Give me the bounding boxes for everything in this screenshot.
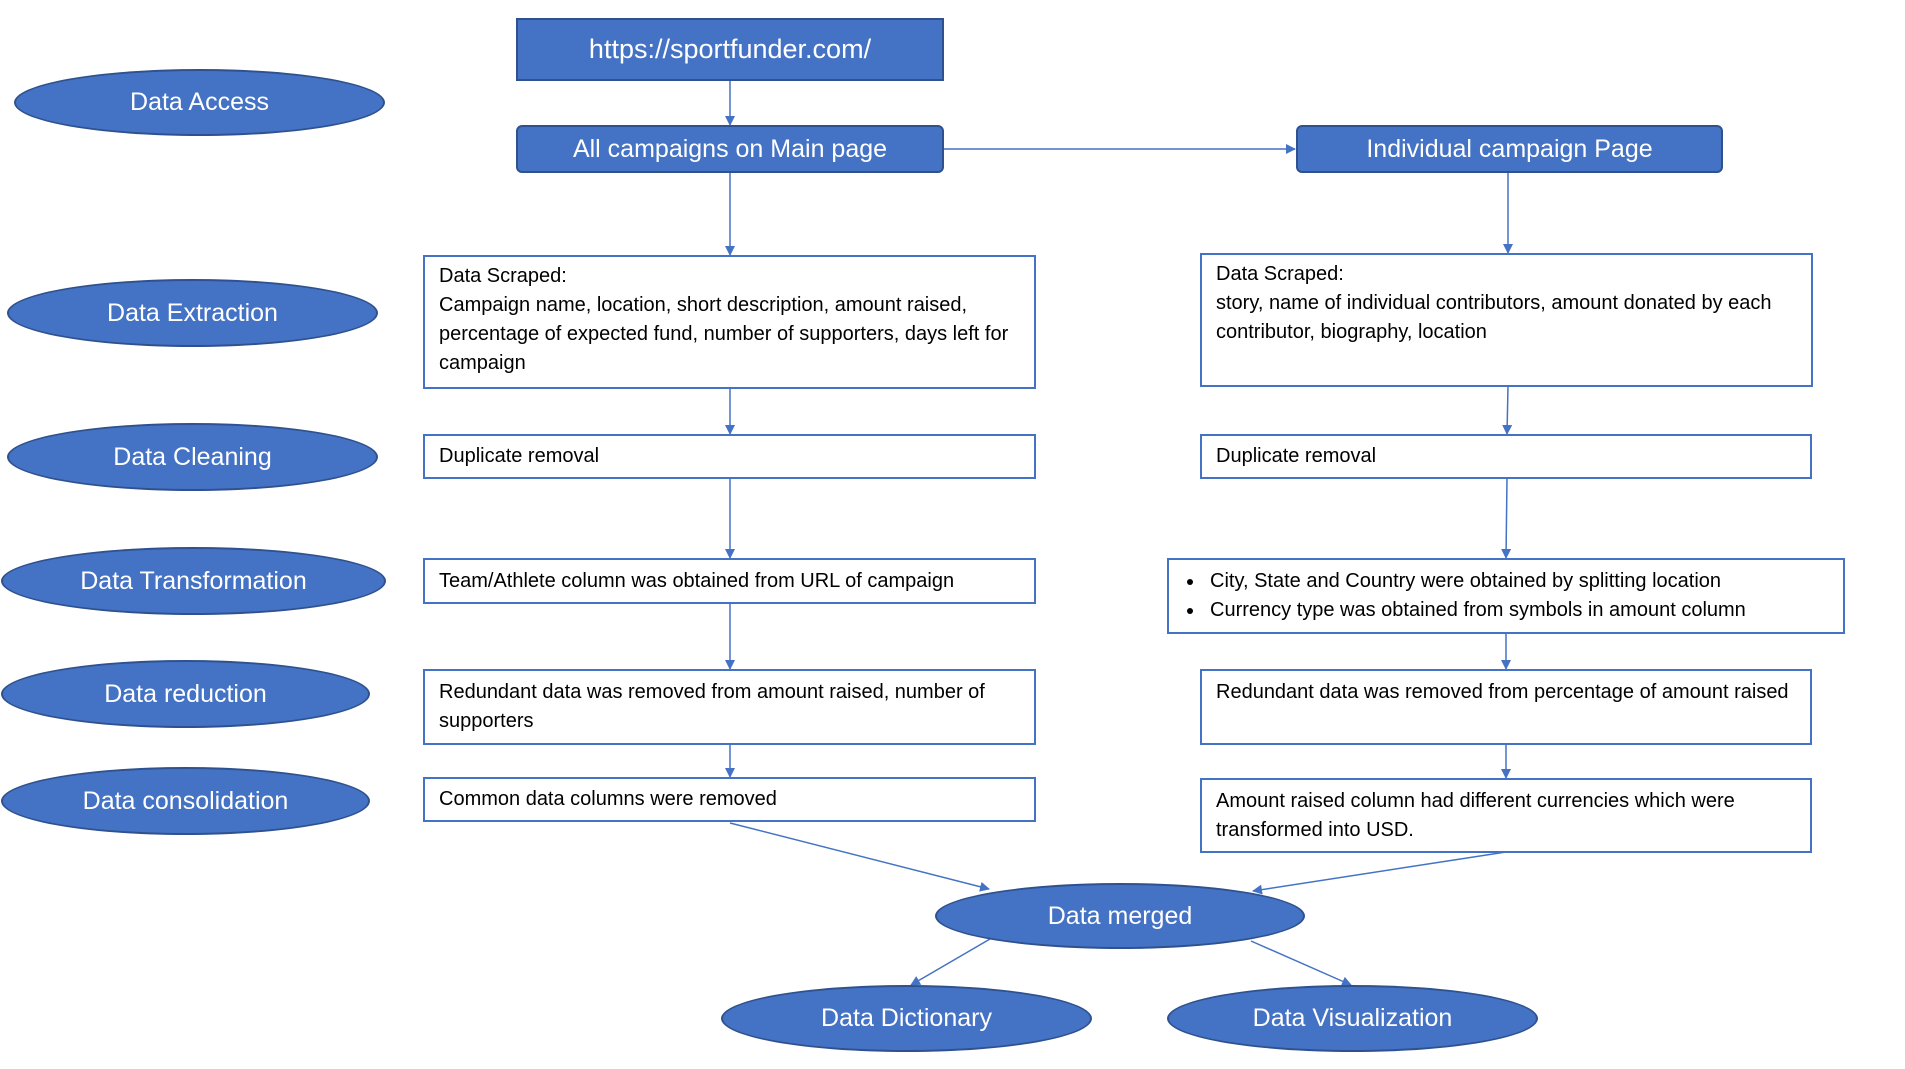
individual-reduction-text: Redundant data was removed from percenta… (1216, 681, 1789, 703)
individual-scraped-label: Data Scraped: (1216, 263, 1344, 285)
main-page-label: All campaigns on Main page (572, 134, 888, 163)
stage-data-access: Data Access (14, 69, 385, 136)
stage-data-consolidation-label: Data consolidation (82, 786, 289, 815)
individual-transformation-item: Currency type was obtained from symbols … (1183, 596, 1829, 625)
stage-data-transformation-label: Data Transformation (80, 566, 307, 595)
stage-data-reduction: Data reduction (1, 660, 370, 728)
stage-data-transformation: Data Transformation (1, 547, 386, 615)
main-transformation-text: Team/Athlete column was obtained from UR… (439, 569, 955, 592)
data-dictionary-node: Data Dictionary (721, 985, 1092, 1052)
source-url-label: https://sportfunder.com/ (588, 34, 872, 64)
main-reduction-text: Redundant data was removed from amount r… (439, 681, 985, 732)
data-merged-node: Data merged (935, 883, 1305, 949)
main-scraped-text: Campaign name, location, short descripti… (439, 294, 1009, 374)
main-cleaning-box: Duplicate removal (423, 434, 1036, 479)
individual-cleaning-box: Duplicate removal (1200, 434, 1812, 479)
individual-consolidation-box: Amount raised column had different curre… (1200, 778, 1812, 853)
arrow-right-to-merged (1252, 851, 1507, 895)
arrow-left-to-merged (729, 822, 990, 892)
stage-data-reduction-label: Data reduction (104, 679, 267, 708)
stage-data-cleaning: Data Cleaning (7, 423, 378, 491)
individual-scraped-text: story, name of individual contributors, … (1216, 292, 1772, 343)
arrow-merged-to-dictionary (910, 938, 991, 986)
individual-cleaning-text: Duplicate removal (1216, 445, 1377, 467)
stage-data-access-label: Data Access (130, 88, 269, 116)
main-consolidation-box: Common data columns were removed (423, 777, 1036, 822)
main-transformation-box: Team/Athlete column was obtained from UR… (423, 558, 1036, 604)
main-scraped-label: Data Scraped: (439, 265, 567, 287)
stage-data-extraction-label: Data Extraction (107, 298, 278, 327)
stage-data-extraction: Data Extraction (7, 279, 378, 347)
individual-transformation-box: City, State and Country were obtained by… (1167, 558, 1845, 634)
stage-data-cleaning-label: Data Cleaning (113, 442, 272, 471)
main-reduction-box: Redundant data was removed from amount r… (423, 669, 1036, 745)
stage-data-consolidation: Data consolidation (1, 767, 370, 835)
data-visualization-label: Data Visualization (1252, 1004, 1453, 1032)
main-cleaning-text: Duplicate removal (439, 445, 600, 467)
individual-consolidation-text: Amount raised column had different curre… (1216, 790, 1735, 841)
data-visualization-node: Data Visualization (1167, 985, 1538, 1052)
individual-page-node: Individual campaign Page (1296, 125, 1723, 173)
data-dictionary-label: Data Dictionary (821, 1004, 992, 1032)
arrow-right-scraped-to-cleaning (1502, 385, 1513, 435)
arrow-right-cleaning-to-transform (1501, 477, 1512, 559)
individual-transformation-list: City, State and Country were obtained by… (1183, 567, 1829, 625)
individual-page-label: Individual campaign Page (1366, 134, 1653, 163)
main-consolidation-text: Common data columns were removed (439, 788, 777, 810)
source-url-node: https://sportfunder.com/ (516, 18, 944, 81)
arrow-merged-to-visualization (1250, 940, 1352, 986)
main-page-node: All campaigns on Main page (516, 125, 944, 173)
individual-reduction-box: Redundant data was removed from percenta… (1200, 669, 1812, 745)
individual-transformation-item: City, State and Country were obtained by… (1183, 567, 1829, 596)
main-scraped-box: Data Scraped: Campaign name, location, s… (423, 255, 1036, 389)
data-merged-label: Data merged (1047, 901, 1193, 930)
individual-scraped-box: Data Scraped: story, name of individual … (1200, 253, 1813, 387)
